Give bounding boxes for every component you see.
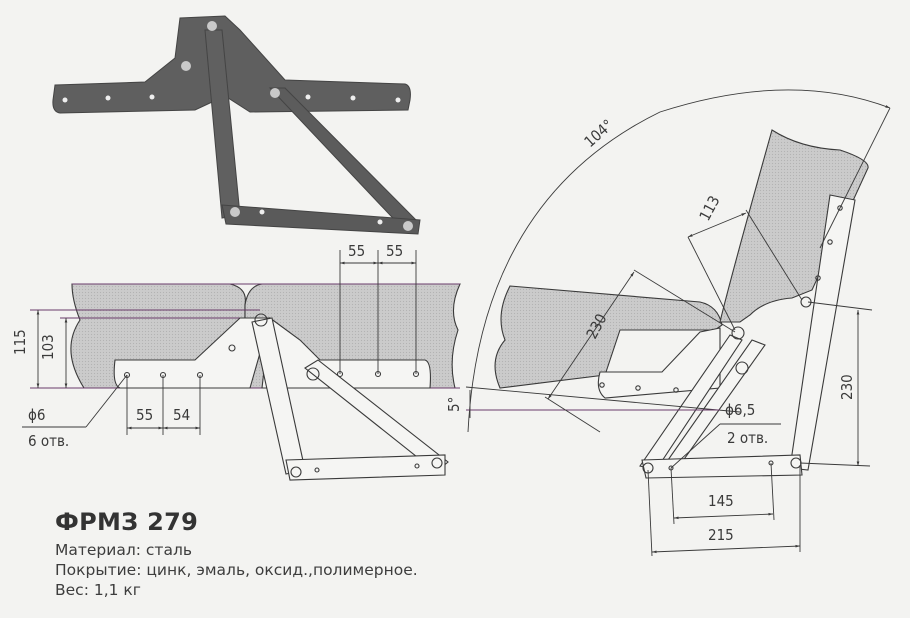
dim-spacing-bottom-2: 54	[173, 406, 190, 424]
product-weight: Вес: 1,1 кг	[55, 581, 141, 599]
product-coating: Покрытие: цинк, эмаль, оксид.,полимерное…	[55, 561, 418, 579]
dim-hole-count-right: 2 отв.	[727, 429, 768, 447]
dim-hole-count: 6 отв.	[28, 432, 69, 450]
dim-hole-diameter-right: ϕ6,5	[725, 401, 755, 419]
dim-tilt-angle: 5°	[445, 397, 463, 412]
dim-offset: 113	[696, 193, 724, 224]
dim-base-outer: 215	[708, 526, 734, 544]
dim-height-inner: 103	[39, 334, 57, 360]
dim-vertical-height: 230	[838, 374, 856, 400]
dim-hole-diameter: ϕ6	[28, 406, 45, 424]
open-position-dimensions	[465, 89, 891, 557]
dim-base-inner: 145	[708, 492, 734, 510]
product-model: ФРМЗ 279	[55, 508, 199, 536]
dim-height-outer: 115	[11, 329, 29, 355]
closed-position-dimensions	[22, 250, 417, 435]
product-material: Материал: сталь	[55, 541, 192, 559]
closed-position-drawing	[30, 283, 461, 481]
dim-spacing-top-2: 55	[386, 242, 403, 260]
dim-opening-angle: 104°	[581, 116, 617, 151]
dim-spacing-top-1: 55	[348, 242, 365, 260]
open-position-drawing	[494, 129, 869, 479]
dim-spacing-bottom-1: 55	[136, 406, 153, 424]
mechanism-photo	[52, 15, 421, 235]
product-caption: ФРМЗ 279 Материал: сталь Покрытие: цинк,…	[55, 508, 418, 600]
